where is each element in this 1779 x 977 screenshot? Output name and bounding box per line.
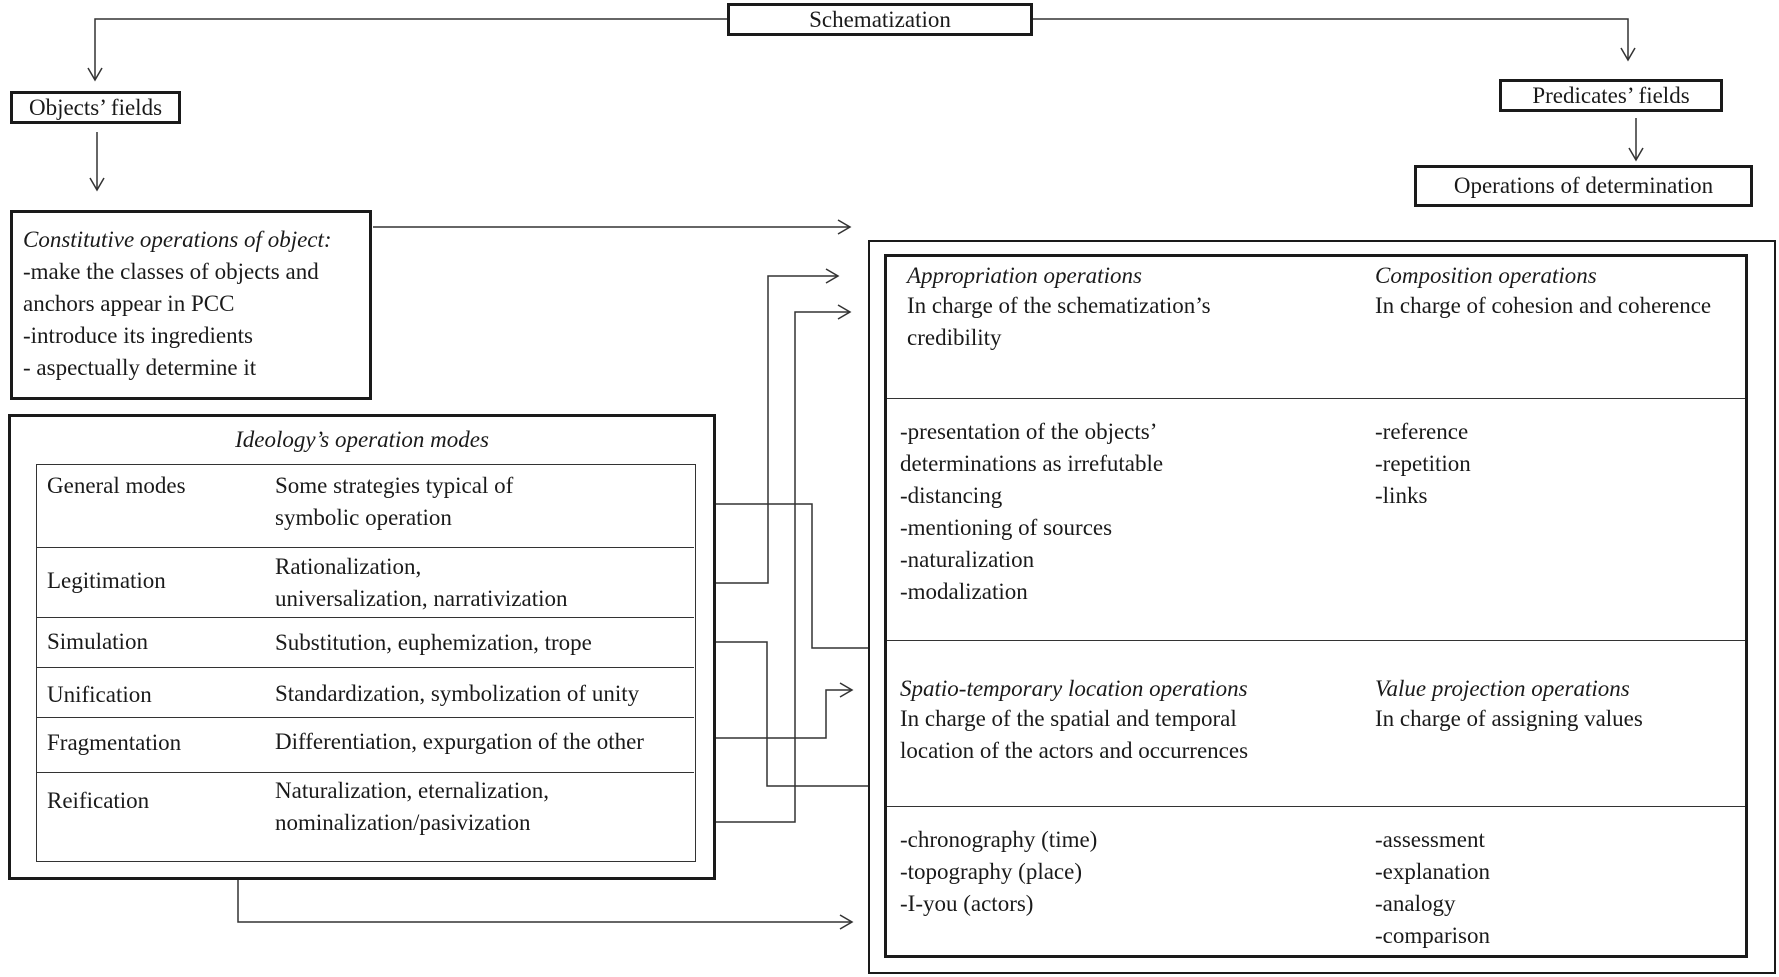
value-item: -analogy xyxy=(1375,891,1456,916)
schematization-label: Schematization xyxy=(809,7,951,32)
schematization-box: Schematization xyxy=(727,3,1033,36)
mode-desc: Standardization, symbolization of unity xyxy=(275,681,640,706)
appropriation-desc: In charge of the schematization’s xyxy=(907,293,1211,318)
operations-determination-box: Operations of determination xyxy=(1414,165,1753,207)
mode-desc: Differentiation, expurgation of the othe… xyxy=(275,729,644,754)
predicates-fields-label: Predicates’ fields xyxy=(1532,83,1690,108)
mode-desc: Rationalization, xyxy=(275,554,422,579)
ideology-box: Ideology’s operation modes General modes… xyxy=(8,414,716,880)
section-divider xyxy=(887,640,1745,641)
mode-name: Unification xyxy=(47,682,152,707)
arrow-schematization-to-predicates xyxy=(1033,18,1629,60)
constitutive-line: anchors appear in PCC xyxy=(23,291,235,316)
operations-inner-box: Appropriation operations In charge of th… xyxy=(884,254,1748,958)
mode-desc: nominalization/pasivization xyxy=(275,810,531,835)
appropriation-item: -mentioning of sources xyxy=(900,515,1113,540)
section-divider xyxy=(887,398,1745,399)
constitutive-line: -make the classes of objects and xyxy=(23,259,319,284)
predicates-fields-box: Predicates’ fields xyxy=(1499,79,1723,112)
mode-name: Simulation xyxy=(47,629,148,654)
spatio-title: Spatio-temporary location operations xyxy=(900,676,1248,701)
objects-fields-label: Objects’ fields xyxy=(28,95,163,120)
objects-fields-box: Objects’ fields xyxy=(10,91,181,124)
operations-outer-box: Appropriation operations In charge of th… xyxy=(868,240,1776,974)
constitutive-operations-box: Constitutive operations of object: -make… xyxy=(10,210,372,400)
mode-name: Legitimation xyxy=(47,568,166,593)
mode-desc: universalization, narrativization xyxy=(275,586,568,611)
appropriation-title: Appropriation operations xyxy=(907,263,1142,288)
value-title: Value projection operations xyxy=(1375,676,1630,701)
composition-item: -links xyxy=(1375,483,1428,508)
composition-desc: In charge of cohesion and coherence xyxy=(1375,293,1712,318)
constitutive-line: - aspectually determine it xyxy=(23,355,257,380)
ideology-title: Ideology’s operation modes xyxy=(235,427,489,452)
row-divider xyxy=(37,667,694,668)
arrow-schematization-to-objects xyxy=(94,18,727,80)
value-desc: In charge of assigning values xyxy=(1375,706,1643,731)
mode-name: General modes xyxy=(47,473,186,498)
appropriation-item: -distancing xyxy=(900,483,1003,508)
row-divider xyxy=(37,617,694,618)
composition-title: Composition operations xyxy=(1375,263,1597,288)
mode-desc: Substitution, euphemization, trope xyxy=(275,630,592,655)
constitutive-title: Constitutive operations of object: xyxy=(23,227,332,252)
value-item: -explanation xyxy=(1375,859,1490,884)
section-divider xyxy=(887,806,1745,807)
mode-desc: symbolic operation xyxy=(275,505,452,530)
spatio-item: -I-you (actors) xyxy=(900,891,1034,916)
appropriation-desc: credibility xyxy=(907,325,1002,350)
arrow-reification xyxy=(693,311,850,823)
spatio-item: -topography (place) xyxy=(900,859,1083,884)
mode-name: Fragmentation xyxy=(47,730,182,755)
ideology-table: General modes Some strategies typical of… xyxy=(36,464,696,862)
operations-determination-label: Operations of determination xyxy=(1453,173,1714,198)
mode-desc: Naturalization, eternalization, xyxy=(275,778,549,803)
appropriation-item: -presentation of the objects’ xyxy=(900,419,1158,444)
row-divider xyxy=(37,772,694,773)
value-item: -assessment xyxy=(1375,827,1485,852)
appropriation-item: -modalization xyxy=(900,579,1028,604)
mode-desc: Some strategies typical of xyxy=(275,473,514,498)
arrow-ideology-to-bottom xyxy=(237,880,852,923)
row-divider xyxy=(37,547,694,548)
composition-item: -repetition xyxy=(1375,451,1471,476)
mode-name: Reification xyxy=(47,788,150,813)
spatio-desc: In charge of the spatial and temporal xyxy=(900,706,1237,731)
spatio-desc: location of the actors and occurrences xyxy=(900,738,1249,763)
row-divider xyxy=(37,717,694,718)
arrow-legitimation xyxy=(693,275,838,584)
spatio-item: -chronography (time) xyxy=(900,827,1098,852)
composition-item: -reference xyxy=(1375,419,1469,444)
constitutive-line: -introduce its ingredients xyxy=(23,323,253,348)
appropriation-item: -naturalization xyxy=(900,547,1035,572)
appropriation-item: determinations as irrefutable xyxy=(900,451,1164,476)
value-item: -comparison xyxy=(1375,923,1490,948)
arrow-fragmentation xyxy=(693,689,852,739)
